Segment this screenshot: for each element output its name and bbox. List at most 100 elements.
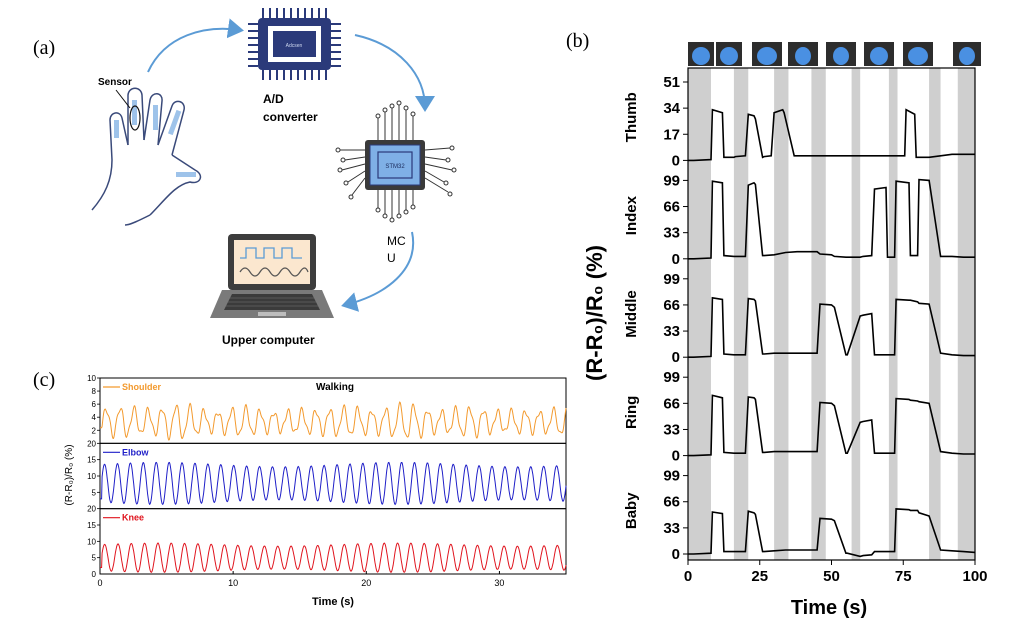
legend-label-shoulder: Shoulder <box>122 382 161 392</box>
mcu-chip-text: STM32 <box>385 164 405 170</box>
walk-xtick-label-30: 30 <box>494 578 504 588</box>
walk-xtick-label-20: 20 <box>361 578 371 588</box>
gray-band-2 <box>774 68 789 560</box>
adc-chip-text: Adcsen <box>286 43 303 49</box>
walking-title: Walking <box>316 382 354 393</box>
adc-chip-icon: Adcsen <box>248 8 341 80</box>
sensor-label: Sensor <box>98 77 132 88</box>
ytick-label-Index-66: 66 <box>663 199 680 216</box>
walking-line-elbow <box>100 461 567 506</box>
walking-frame-knee <box>99 508 567 575</box>
walk-ytick-label-Shoulder-4: 4 <box>92 413 97 422</box>
ytick-label-Middle-66: 66 <box>663 297 680 314</box>
gray-band-7 <box>957 68 975 560</box>
series-line-thumb <box>688 108 975 162</box>
ytick-label-Ring-99: 99 <box>663 369 680 386</box>
finger-chart-xlabel: Time (s) <box>791 597 867 619</box>
laptop-icon <box>210 234 334 318</box>
sensor-pointer <box>115 89 131 109</box>
series-line-middle <box>688 296 975 358</box>
panel-a: (a) Sensor <box>33 8 457 347</box>
xtick-label-75: 75 <box>895 568 912 585</box>
walking-frame-elbow <box>99 442 567 510</box>
arrow-sensor-to-converter <box>147 18 244 73</box>
series-line-baby <box>688 508 976 558</box>
walk-ytick-label-Knee-5: 5 <box>92 554 97 563</box>
gray-band-4 <box>851 68 861 560</box>
walk-ytick-label-Knee-20: 20 <box>87 505 96 514</box>
panel-b-label: (b) <box>566 30 589 52</box>
walking-line-shoulder <box>100 401 567 441</box>
ytick-label-Middle-0: 0 <box>672 349 680 366</box>
ytick-label-Index-0: 0 <box>672 251 680 268</box>
ytick-label-Ring-0: 0 <box>672 448 680 465</box>
series-line-index <box>688 178 975 260</box>
legend-label-elbow: Elbow <box>122 447 149 457</box>
finger-chart: 0173451Thumb0336699Index0336699Middle033… <box>623 67 988 585</box>
walk-ytick-label-Elbow-20: 20 <box>87 439 96 448</box>
xtick-label-25: 25 <box>751 568 768 585</box>
walk-ytick-label-Shoulder-8: 8 <box>92 387 97 396</box>
ytick-label-Thumb-17: 17 <box>663 126 680 143</box>
series-label-thumb: Thumb <box>623 92 640 142</box>
ytick-label-Middle-99: 99 <box>663 271 680 288</box>
mcu-label-line2: U <box>387 251 396 265</box>
computer-label: Upper computer <box>222 333 315 347</box>
ytick-label-Baby-33: 33 <box>663 520 680 537</box>
walk-ytick-label-Elbow-5: 5 <box>92 488 97 497</box>
walk-xtick-label-0: 0 <box>97 578 102 588</box>
walk-xtick-label-10: 10 <box>228 578 238 588</box>
arrow-converter-to-mcu <box>354 34 435 112</box>
xtick-label-100: 100 <box>962 568 987 585</box>
walking-ylabel: (R-R₀)/R₀ (%) <box>64 444 75 505</box>
ytick-label-Thumb-0: 0 <box>672 152 680 169</box>
gray-band-0 <box>688 68 711 560</box>
gray-band-5 <box>888 68 898 560</box>
legend-label-knee: Knee <box>122 513 144 523</box>
ytick-label-Index-33: 33 <box>663 225 680 242</box>
walk-ytick-label-Shoulder-10: 10 <box>87 374 96 383</box>
series-line-ring <box>688 394 975 457</box>
walking-xlabel: Time (s) <box>312 596 354 608</box>
ytick-label-Baby-66: 66 <box>663 494 680 511</box>
converter-label-line1: A/D <box>263 92 284 106</box>
finger-chart-ylabel: (R-R₀)/R₀ (%) <box>582 245 607 381</box>
ytick-label-Thumb-51: 51 <box>663 74 680 91</box>
walk-ytick-label-Knee-0: 0 <box>92 570 97 579</box>
ytick-label-Index-99: 99 <box>663 172 680 189</box>
hand-icon <box>91 87 202 226</box>
ytick-label-Baby-0: 0 <box>672 546 680 563</box>
series-label-middle: Middle <box>623 290 640 338</box>
ytick-label-Ring-66: 66 <box>663 395 680 412</box>
gray-band-3 <box>811 68 826 560</box>
panel-c-label: (c) <box>33 369 55 391</box>
walk-ytick-label-Shoulder-2: 2 <box>92 426 97 435</box>
converter-label-line2: converter <box>263 110 318 124</box>
ytick-label-Ring-33: 33 <box>663 421 680 438</box>
ytick-label-Middle-33: 33 <box>663 323 680 340</box>
walking-line-knee <box>100 542 567 573</box>
xtick-label-0: 0 <box>684 568 692 585</box>
panel-a-label: (a) <box>33 37 55 59</box>
gray-band-6 <box>929 68 941 560</box>
series-label-ring: Ring <box>623 396 640 429</box>
series-label-baby: Baby <box>623 492 640 529</box>
arrow-mcu-to-computer <box>341 231 415 312</box>
mcu-label-line1: MC <box>387 234 406 248</box>
gray-band-1 <box>733 68 749 560</box>
ytick-label-Thumb-34: 34 <box>663 100 680 117</box>
ytick-label-Baby-99: 99 <box>663 468 680 485</box>
walk-ytick-label-Elbow-10: 10 <box>87 472 96 481</box>
series-label-index: Index <box>623 195 640 235</box>
mcu-chip-icon: STM32 <box>335 100 457 223</box>
panel-b: (b) 0173451Thumb0336699Index0336699Middl… <box>566 30 988 619</box>
walk-ytick-label-Knee-15: 15 <box>87 521 96 530</box>
xtick-label-50: 50 <box>823 568 840 585</box>
panel-c: (c) 246810Shoulder5101520Elbow51015200Kn… <box>33 369 567 608</box>
walk-ytick-label-Elbow-15: 15 <box>87 456 96 465</box>
walk-ytick-label-Knee-10: 10 <box>87 537 96 546</box>
walk-ytick-label-Shoulder-6: 6 <box>92 400 97 409</box>
gesture-hand-icons <box>688 42 981 66</box>
